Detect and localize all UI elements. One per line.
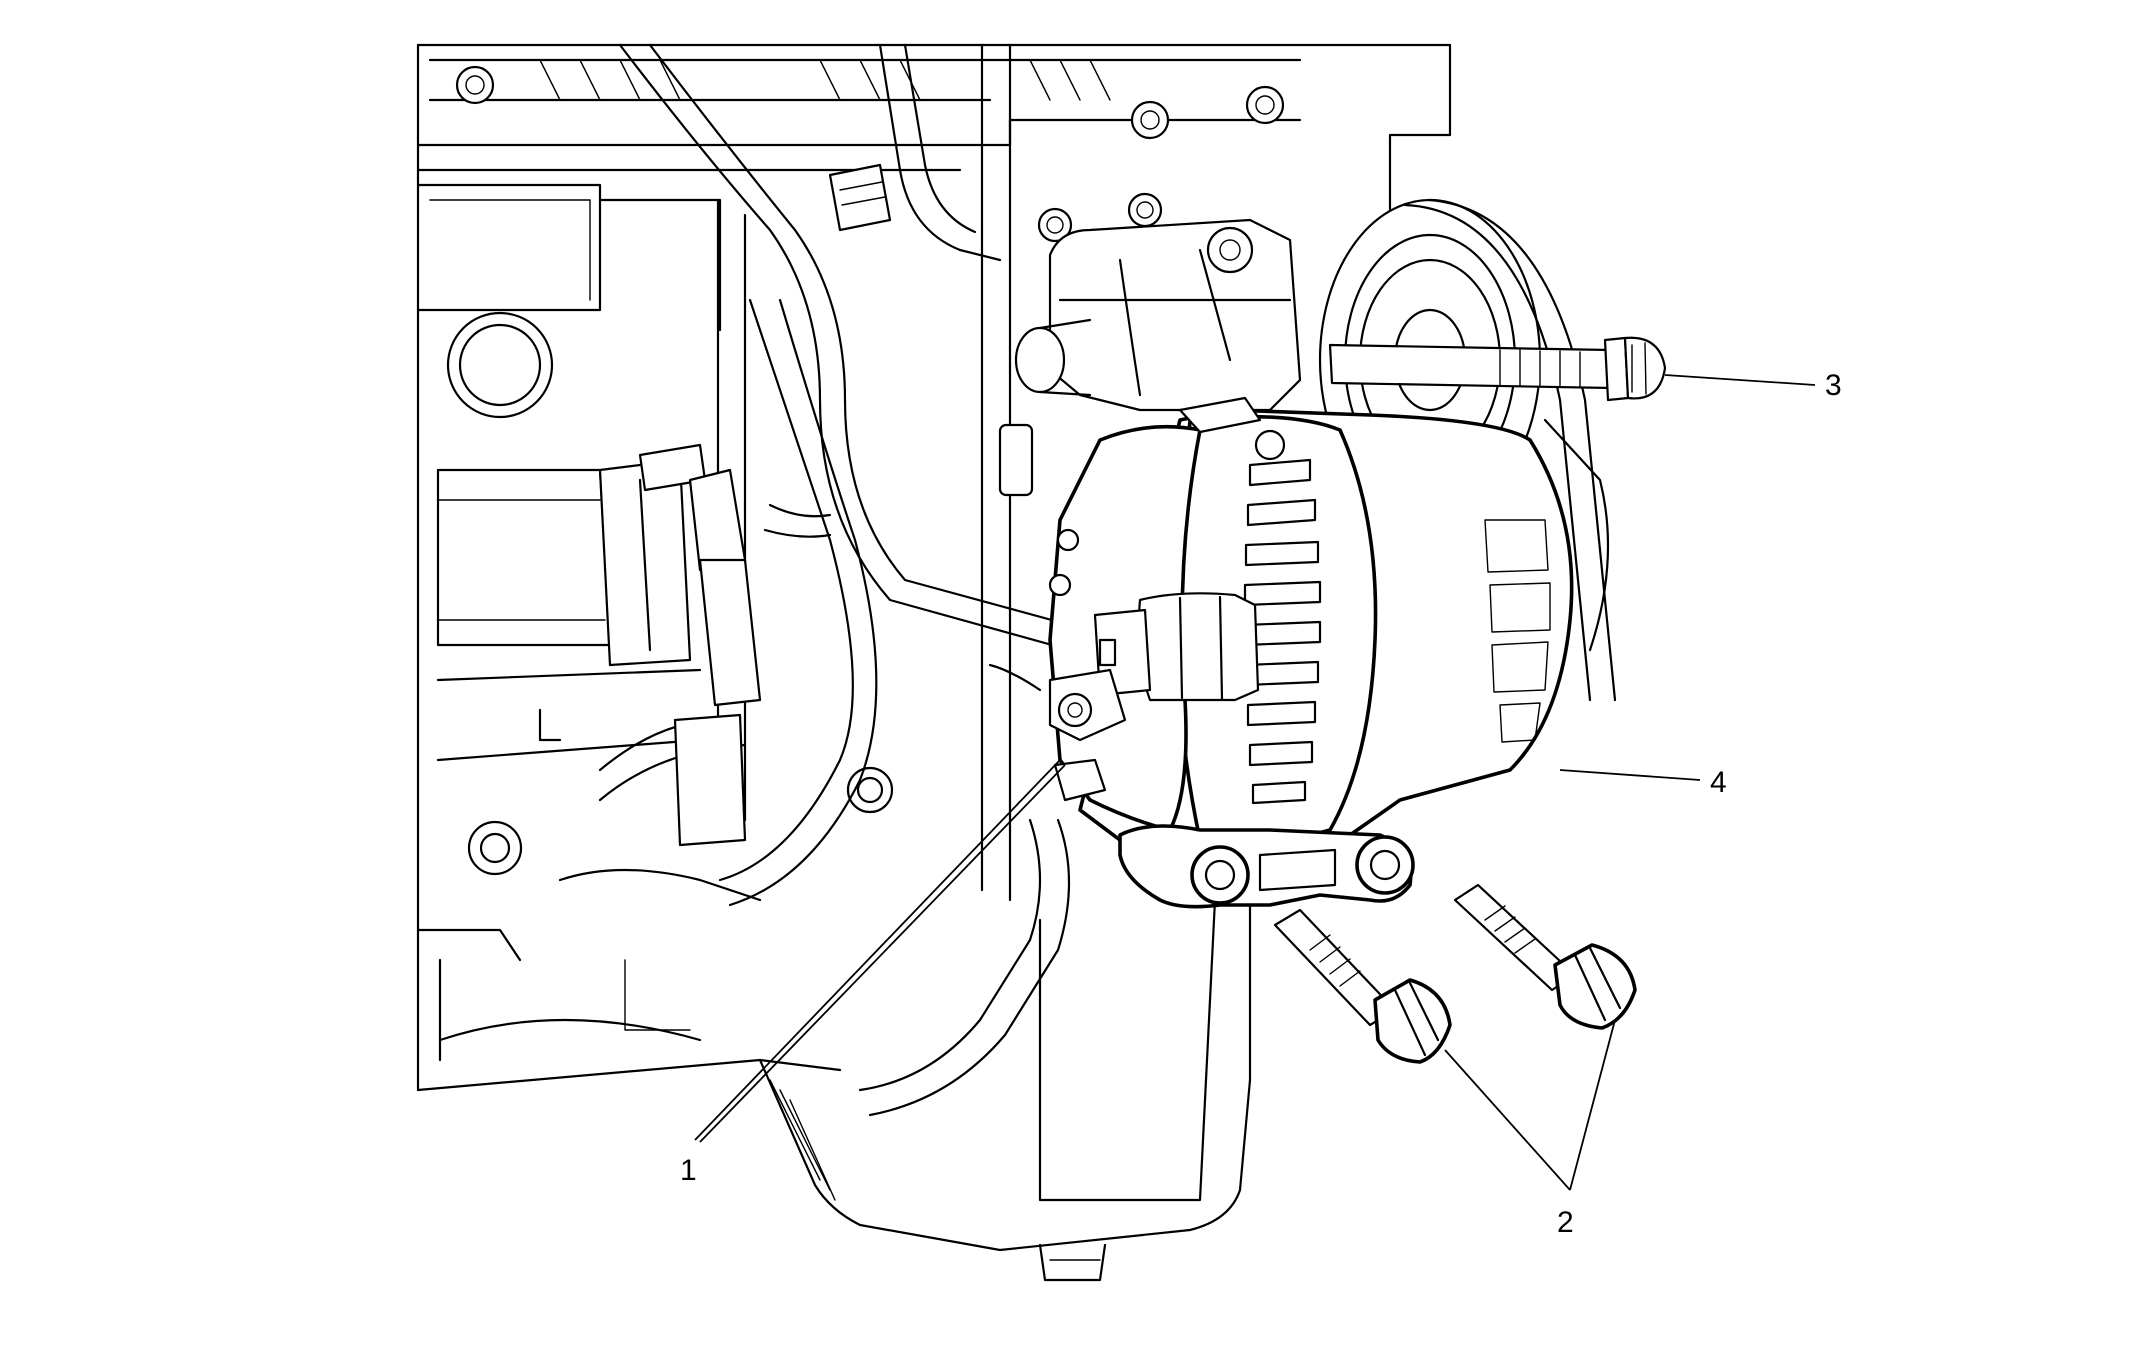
alternator-lower-bolt-left: [1273, 908, 1452, 1064]
alternator-bracket: [1014, 218, 1302, 412]
callout-3: 3: [1825, 369, 1842, 402]
leader-lines: [694, 374, 1816, 1191]
bracket-stub: [1014, 318, 1092, 397]
leader-2a: [1444, 1049, 1571, 1191]
alternator-upper-bolt: [1328, 336, 1667, 402]
block-round-plug: [446, 311, 554, 419]
alternator-lower-mount: [1118, 824, 1415, 909]
block-bolt-top-mid: [1130, 100, 1170, 140]
block-bolt-top-right: [1245, 85, 1285, 125]
leader-2b: [1569, 1019, 1616, 1191]
block-bolt-top-left: [455, 65, 495, 105]
alternator-rear-vents: [1484, 519, 1551, 743]
harness-connector-upper: [828, 163, 892, 232]
callout-2: 2: [1557, 1206, 1574, 1239]
block-bolt-lower-left: [467, 820, 523, 876]
wiring-harness: [618, 43, 1072, 1117]
alternator-electrical-connector: [1093, 592, 1260, 702]
harness-clip: [998, 423, 1034, 497]
callout-1: 1: [680, 1154, 697, 1187]
block-bolt-mid-2: [1127, 192, 1163, 228]
leader-1b: [699, 764, 1066, 1143]
callout-4: 4: [1710, 766, 1727, 799]
alternator-lower-bolt-right: [1453, 883, 1637, 1030]
leader-4: [1559, 769, 1701, 781]
block-bolt-mid-1: [1037, 207, 1073, 243]
starter-motor: [436, 443, 762, 847]
alternator-b-plus-terminal: [988, 663, 1127, 802]
block-bolt-lower-mid: [846, 766, 894, 814]
leader-1: [694, 759, 1061, 1141]
oil-pan: [758, 898, 1252, 1282]
leader-3: [1664, 374, 1816, 386]
